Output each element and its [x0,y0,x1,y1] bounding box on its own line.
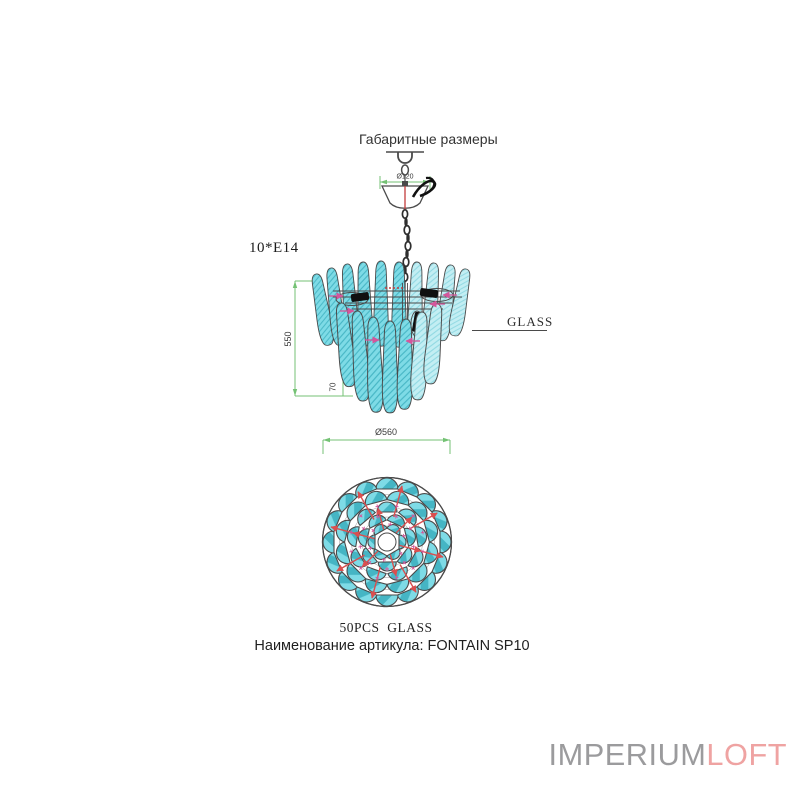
page-title: Габаритные размеры [359,131,498,147]
glass-callout: GLASS [507,314,554,329]
attachment-arrows [329,291,457,345]
chain [401,208,412,292]
dim-height: 550 [283,331,293,347]
dim-diameter: Ø560 [374,427,398,437]
lamp-spec-label: 10*E14 [249,240,299,256]
top-view-red-arrows [330,485,444,599]
top-view-center-hole [377,532,397,552]
brand-logo-loft: LOFT [706,739,787,773]
top-view-pink-markers [349,504,425,580]
brand-logo: IMPERIUMLOFT [548,739,787,774]
article-name-label: Наименование артикула: FONTAIN SP10 [254,638,530,654]
brand-logo-imperium: IMPERIUM [548,739,707,773]
dim-drop-offset: 70 [328,382,338,392]
pcs-glass-label: 50PCS GLASS [339,620,433,635]
canopy [380,176,437,209]
ceiling-hook [386,151,424,181]
top-view [323,478,452,607]
dim-canopy-diameter: Ø120 [396,173,414,181]
